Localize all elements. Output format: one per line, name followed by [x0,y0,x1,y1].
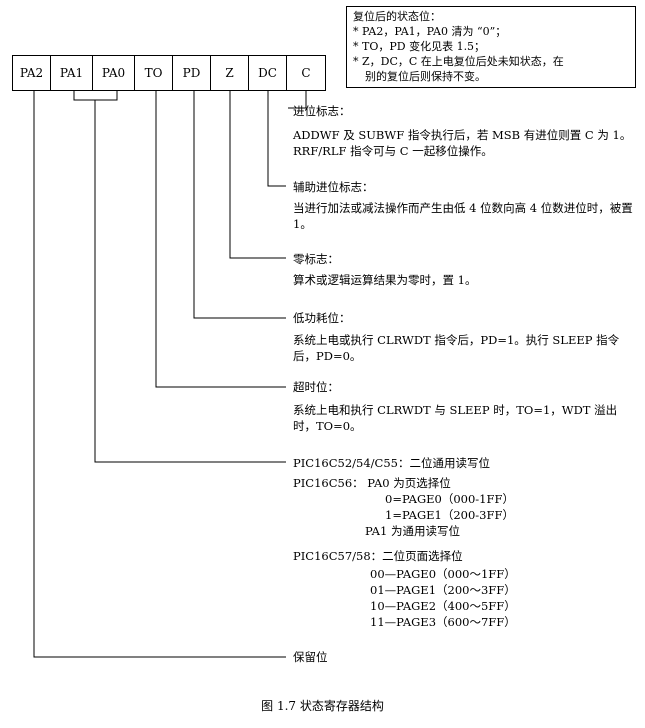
dc-title: 辅助进位标志： [293,180,374,194]
connector-pa-bracket [73,90,118,101]
status-register: PA2 PA1 PA0 TO PD Z DC C [12,55,326,91]
pd-title: 低功耗位： [293,311,351,325]
to-title: 超时位： [293,380,339,394]
pd-desc: 系统上电或执行 CLRWDT 指令后，PD=1。执行 SLEEP 指令后，PD=… [293,333,620,363]
pa-c57-head: PIC16C57/58：二位页面选择位 [293,549,463,563]
pa-c56-head: PIC16C56： PA0 为页选择位 [293,476,451,490]
bit-z: Z [211,56,249,90]
pa-c56-line-2: 1=PAGE1（200-3FF） [385,508,514,522]
reset-notes-box: 复位后的状态位： * PA2，PA1，PA0 清为 “0”； * TO，PD 变… [346,6,636,88]
pa-c56-line-1: 0=PAGE0（000-1FF） [385,492,514,506]
figure-caption: 图 1.7 状态寄存器结构 [261,699,384,713]
connector-pd [193,90,286,319]
dc-desc: 当进行加法或减法操作而产生由低 4 位数向高 4 位数进位时，被置 1。 [293,201,633,231]
zero-title: 零标志： [293,252,339,266]
connector-pa2 [33,90,286,658]
notes-line-1: * PA2，PA1，PA0 清为 “0”； [353,25,507,38]
reserved-label: 保留位 [293,650,328,664]
pa-c52: PIC16C52/54/C55：二位通用读写位 [293,456,490,470]
pa-c57-line-4: 11—PAGE3（600～7FF） [370,615,516,629]
notes-line-2: * TO，PD 变化见表 1.5； [353,40,486,53]
bit-to: TO [135,56,173,90]
bit-pd: PD [173,56,211,90]
bit-pa0: PA0 [93,56,135,90]
connector-dc [267,90,286,187]
carry-desc-2: RRF/RLF 指令可与 C 一起移位操作。 [293,144,493,158]
bit-pa2: PA2 [13,56,51,90]
bit-pa1: PA1 [51,56,93,90]
pa-c57-line-3: 10—PAGE2（400～5FF） [370,599,516,613]
bit-c: C [301,66,311,80]
bit-dc: DC [249,56,287,90]
connector-to [155,90,286,388]
pa-c57-line-1: 00—PAGE0（000～1FF） [370,567,516,581]
notes-line-4: 别的复位后则保持不变。 [365,70,486,83]
notes-line-3: * Z，DC，C 在上电复位后处未知状态，在 [353,55,564,68]
pa-c56-line-3: PA1 为通用读写位 [365,524,460,538]
carry-desc-1: ADDWF 及 SUBWF 指令执行后，若 MSB 有进位则置 C 为 1。 [293,128,632,142]
carry-title: 进位标志： [293,104,351,118]
zero-desc: 算术或逻辑运算结果为零时，置 1。 [293,273,477,287]
to-desc: 系统上电和执行 CLRWDT 与 SLEEP 时，TO=1，WDT 溢出时，TO… [293,403,618,433]
connector-pa [94,100,286,463]
pa-c57-line-2: 01—PAGE1（200～3FF） [370,583,516,597]
notes-title: 复位后的状态位： [353,10,441,23]
connector-c [288,90,307,109]
connector-z [229,90,286,259]
